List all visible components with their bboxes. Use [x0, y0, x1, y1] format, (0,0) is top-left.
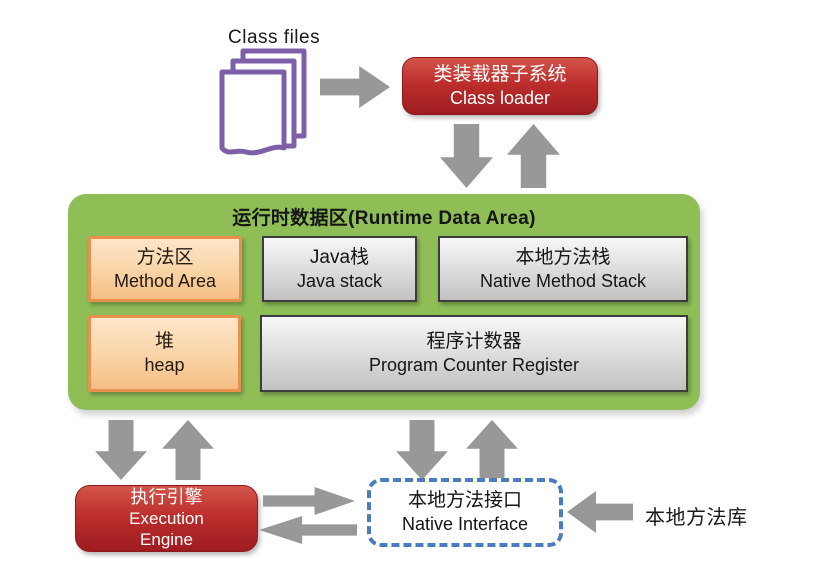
class-files-documents-icon — [218, 48, 318, 160]
pc-register-label-zh: 程序计数器 — [426, 331, 522, 352]
arrow-engine-to-nativeinterface-icon — [263, 487, 355, 515]
execution-engine-label-zh: 执行引擎 — [130, 487, 203, 507]
native-method-stack-box: 本地方法栈 Native Method Stack — [438, 236, 688, 302]
arrow-runtime-to-nativeinterface-icon — [396, 420, 448, 480]
arrow-runtime-to-engine-icon — [95, 420, 147, 480]
method-area-label-zh: 方法区 — [136, 246, 194, 268]
class-loader-label-en: Class loader — [449, 87, 551, 108]
method-area-box: 方法区 Method Area — [88, 236, 242, 302]
pc-register-label-en: Program Counter Register — [368, 355, 580, 375]
arrow-nativeinterface-to-engine-icon — [259, 516, 357, 544]
arrow-runtime-to-classloader-icon — [507, 124, 560, 188]
program-counter-register-box: 程序计数器 Program Counter Register — [260, 315, 688, 392]
runtime-data-area-title: 运行时数据区(Runtime Data Area) — [232, 208, 536, 229]
arrow-nativelibs-to-nativeinterface-icon — [567, 491, 633, 533]
native-method-stack-label-en: Native Method Stack — [479, 270, 647, 291]
method-area-label-en: Method Area — [113, 270, 217, 291]
heap-label-zh: 堆 — [154, 331, 174, 352]
execution-engine-label-en1: Execution — [129, 509, 204, 528]
java-stack-label-en: Java stack — [296, 270, 383, 291]
execution-engine-label-en2: Engine — [140, 530, 193, 549]
arrow-nativeinterface-to-runtime-icon — [466, 420, 518, 480]
class-loader-box: 类装载器子系统 Class loader — [402, 57, 598, 115]
runtime-data-area-box: 运行时数据区(Runtime Data Area) 方法区 Method Are… — [68, 194, 700, 410]
java-stack-box: Java栈 Java stack — [262, 236, 417, 302]
native-interface-label-zh: 本地方法接口 — [407, 490, 522, 511]
arrow-classfiles-to-classloader-icon — [320, 66, 390, 108]
native-interface-box: 本地方法接口 Native Interface — [367, 478, 563, 547]
class-files-label: Class files — [228, 27, 321, 48]
native-libraries-label: 本地方法库 — [645, 507, 748, 529]
class-loader-label-zh: 类装载器子系统 — [433, 63, 567, 85]
native-interface-label-en: Native Interface — [401, 514, 529, 534]
arrow-classloader-to-runtime-icon — [440, 124, 493, 188]
heap-box: 堆 heap — [88, 315, 241, 392]
heap-label-en: heap — [144, 355, 185, 375]
execution-engine-box: 执行引擎 Execution Engine — [75, 485, 258, 552]
java-stack-label-zh: Java栈 — [309, 246, 370, 268]
arrow-engine-to-runtime-icon — [162, 420, 214, 480]
native-method-stack-label-zh: 本地方法栈 — [515, 246, 611, 268]
